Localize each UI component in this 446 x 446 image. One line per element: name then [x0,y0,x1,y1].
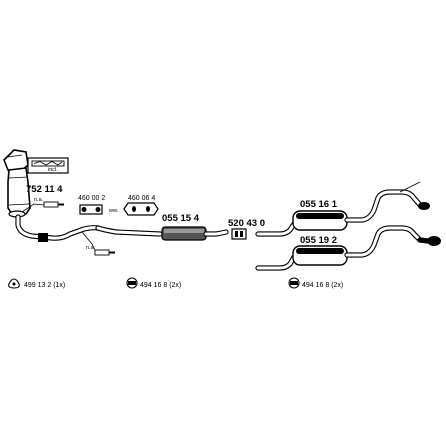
na-note-2: n.a. [86,245,96,251]
catalyst-icon [27,157,69,174]
gasket-icon [8,278,20,289]
na-note-1: n.a. [34,197,44,203]
kit-3: 494 16 8 (2x) [288,277,343,289]
bracket-460002 [79,204,103,215]
rear-silencer-lower-part-number: 055 19 2 [300,235,337,246]
clamp-part-number: 520 43 0 [228,218,265,229]
o2-sensor-2-icon [81,231,115,256]
bracket-2-part-number: 460 06 4 [128,195,155,202]
o2-sensor-icon [21,201,64,213]
hanger-icon [288,277,300,289]
kit-1: 499 13 2 (1x) [8,278,65,289]
incl-note: incl. [48,167,58,173]
ww-note: ww. [108,208,119,214]
kit-2-label: 494 16 8 (2x) [140,282,181,289]
kit-2: 494 16 8 (2x) [126,277,181,289]
bracket-1-part-number: 460 00 2 [78,195,105,202]
rear-silencer-upper [255,181,430,237]
bracket-460064 [123,202,159,216]
middle-pipe [95,225,229,241]
rear-silencer-lower [255,225,441,271]
catalytic-converter-part-number: 752 11 4 [26,184,63,195]
kit-3-label: 494 16 8 (2x) [302,282,343,289]
middle-silencer-part-number: 055 15 4 [162,213,200,224]
kit-1-label: 499 13 2 (1x) [24,282,65,289]
rear-silencer-upper-part-number: 055 16 1 [300,199,338,210]
clamp-icon [231,228,247,240]
front-pipe [15,214,101,242]
kit-icon [126,277,138,289]
